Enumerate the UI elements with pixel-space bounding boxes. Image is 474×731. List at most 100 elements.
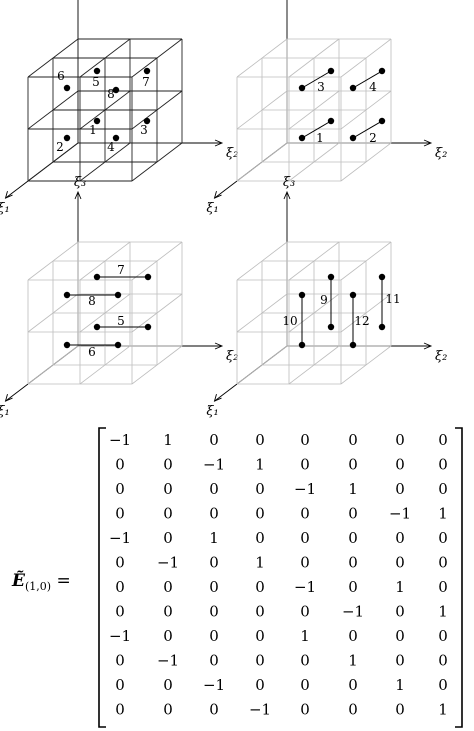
node-point <box>112 86 120 94</box>
matrix-cell: 1 <box>163 431 173 449</box>
matrix-cell: −1 <box>109 627 131 645</box>
edge-label: 11 <box>385 292 400 306</box>
node-label: 5 <box>92 75 100 89</box>
matrix-cell: 0 <box>395 456 405 474</box>
node-point <box>378 323 386 331</box>
matrix-cell: 0 <box>348 529 358 547</box>
matrix-cell: −1 <box>294 578 316 596</box>
edge-line <box>301 120 332 139</box>
matrix-cell: 0 <box>209 505 219 523</box>
matrix-cell: 0 <box>348 456 358 474</box>
right-bracket <box>455 427 463 728</box>
matrix-cell: 0 <box>163 505 173 523</box>
node-point <box>112 134 120 142</box>
matrix-cell: 0 <box>395 603 405 621</box>
grid-line <box>340 345 392 385</box>
equation-label: Ẽ(1,0) = <box>11 569 71 593</box>
matrix-cell: 0 <box>163 603 173 621</box>
xi1-label: ξ₁ <box>0 201 10 216</box>
matrix-cell: 1 <box>209 529 219 547</box>
xi3-label: ξ₃ <box>283 175 295 190</box>
matrix-cell: −1 <box>203 456 225 474</box>
node-point <box>63 84 71 92</box>
node-point <box>349 341 357 349</box>
xi1-label: ξ₁ <box>206 201 218 216</box>
xi2-arrowhead <box>214 139 224 147</box>
edge-label: 6 <box>88 345 96 359</box>
matrix-cell: 0 <box>300 431 310 449</box>
grid-line <box>340 142 392 182</box>
node-point <box>143 117 151 125</box>
matrix-cell: 0 <box>348 554 358 572</box>
matrix-cell: 0 <box>255 676 265 694</box>
matrix-cell: 0 <box>115 603 125 621</box>
matrix-cell: −1 <box>109 431 131 449</box>
matrix-cell: 0 <box>209 554 219 572</box>
matrix-cell: 0 <box>395 554 405 572</box>
node-point <box>327 323 335 331</box>
matrix-cell: −1 <box>157 554 179 572</box>
matrix-cell: 0 <box>163 456 173 474</box>
matrix-cell: 0 <box>163 529 173 547</box>
node-label: 4 <box>107 140 115 154</box>
matrix-cell: 0 <box>255 431 265 449</box>
matrix-cell: 0 <box>438 627 448 645</box>
xi1-arrowhead <box>4 190 13 199</box>
matrix-cell: 0 <box>209 701 219 719</box>
node-point <box>298 84 306 92</box>
node-point <box>114 341 122 349</box>
xi2-label: ξ₂ <box>226 146 238 161</box>
matrix-cell: 0 <box>438 554 448 572</box>
cube-cells: ξ₃ξ₂ξ₁65872143 <box>0 0 238 216</box>
matrix-cell: 0 <box>115 480 125 498</box>
matrix-cell: 0 <box>300 603 310 621</box>
edge-label: 12 <box>354 314 369 328</box>
node-point <box>349 84 357 92</box>
matrix-cell: 1 <box>395 676 405 694</box>
matrix-cell: 0 <box>163 480 173 498</box>
matrix-cell: 0 <box>209 578 219 596</box>
node-point <box>93 67 101 75</box>
node-point <box>298 134 306 142</box>
matrix-cell: −1 <box>389 505 411 523</box>
matrix-cell: 0 <box>348 578 358 596</box>
matrix-cell: −1 <box>294 480 316 498</box>
cube-xi2-edges: ξ₃ξ₂ξ₁3412 <box>206 0 447 216</box>
matrix-cell: 0 <box>395 529 405 547</box>
matrix-cell: 0 <box>395 652 405 670</box>
matrix-cell: 0 <box>300 554 310 572</box>
node-label: 3 <box>140 123 148 137</box>
matrix-cell: 0 <box>209 652 219 670</box>
matrix-cell: 1 <box>348 652 358 670</box>
xi1-arrowhead <box>213 393 222 402</box>
matrix-cell: 0 <box>209 603 219 621</box>
matrix-cell: −1 <box>157 652 179 670</box>
matrix-cell: 0 <box>348 431 358 449</box>
matrix-cell: 1 <box>348 480 358 498</box>
matrix-cell: 0 <box>115 701 125 719</box>
xi2-arrowhead <box>214 342 224 350</box>
xi1-arrowhead <box>4 393 13 402</box>
grid-line <box>340 293 392 333</box>
edge-line <box>301 70 332 89</box>
matrix-cell: 0 <box>438 676 448 694</box>
edge-label: 3 <box>317 80 325 94</box>
matrix-cell: 0 <box>255 652 265 670</box>
grid-line <box>131 293 183 333</box>
matrix-cell: 0 <box>395 701 405 719</box>
matrix-cell: 1 <box>438 505 448 523</box>
grid-line <box>131 241 183 281</box>
matrix-cell: 0 <box>255 603 265 621</box>
edge-label: 8 <box>88 294 96 308</box>
node-label: 6 <box>57 69 65 83</box>
xi1-label: ξ₁ <box>0 404 10 419</box>
matrix-cell: 1 <box>255 456 265 474</box>
grid-line <box>131 38 183 78</box>
edge-label: 4 <box>369 80 377 94</box>
matrix-cell: 1 <box>255 554 265 572</box>
edge-line <box>352 120 383 139</box>
cube-xi1-edges: ξ₃ξ₂ξ₁7856 <box>0 175 238 419</box>
matrix-cell: 0 <box>395 627 405 645</box>
matrix-cell: 0 <box>115 456 125 474</box>
